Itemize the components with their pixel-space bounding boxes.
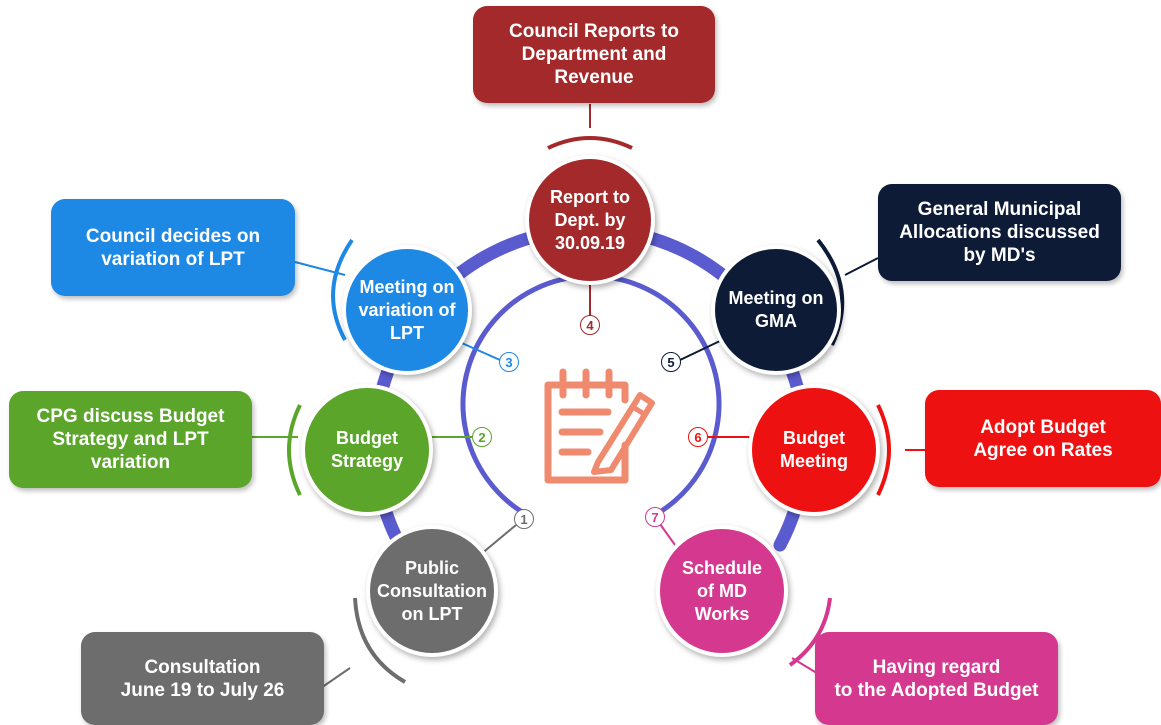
box-step-5: General Municipal Allocations discussed … — [878, 184, 1121, 281]
box-step-1: Consultation June 19 to July 26 — [81, 632, 324, 725]
connector-1-inner — [479, 524, 517, 556]
box-step-7: Having regard to the Adopted Budget — [815, 632, 1058, 725]
box-step-2: CPG discuss Budget Strategy and LPT vari… — [9, 391, 252, 488]
arc-step-4 — [547, 136, 633, 150]
step-number-3: 3 — [499, 352, 519, 372]
circle-step-3: Meeting on variation of LPT — [342, 245, 472, 375]
circle-step-7: Schedule of MD Works — [656, 525, 788, 657]
circle-step-6: Budget Meeting — [748, 384, 880, 516]
connector-5 — [844, 257, 879, 276]
box-step-3: Council decides on variation of LPT — [51, 199, 295, 296]
arc-step-1 — [353, 597, 406, 684]
step-number-6: 6 — [688, 427, 708, 447]
notepad-pencil-icon — [544, 368, 655, 484]
connector-3 — [294, 261, 346, 276]
arc-step-3 — [331, 238, 354, 341]
arc-step-2 — [287, 404, 302, 496]
circle-step-5: Meeting on GMA — [711, 245, 841, 375]
step-number-5: 5 — [661, 352, 681, 372]
circle-step-1: Public Consultation on LPT — [366, 525, 498, 657]
circle-step-4: Report to Dept. by 30.09.19 — [525, 155, 655, 285]
circle-step-2: Budget Strategy — [301, 384, 433, 516]
arc-step-5 — [816, 238, 845, 346]
arc-step-6 — [876, 404, 891, 496]
step-number-7: 7 — [645, 507, 665, 527]
step-number-1: 1 — [514, 509, 534, 529]
connector-5-inner — [679, 339, 723, 361]
step-number-2: 2 — [472, 427, 492, 447]
box-step-6: Adopt Budget Agree on Rates — [925, 390, 1161, 487]
step-number-4: 4 — [580, 315, 600, 335]
box-step-4: Council Reports to Department and Revenu… — [473, 6, 715, 103]
